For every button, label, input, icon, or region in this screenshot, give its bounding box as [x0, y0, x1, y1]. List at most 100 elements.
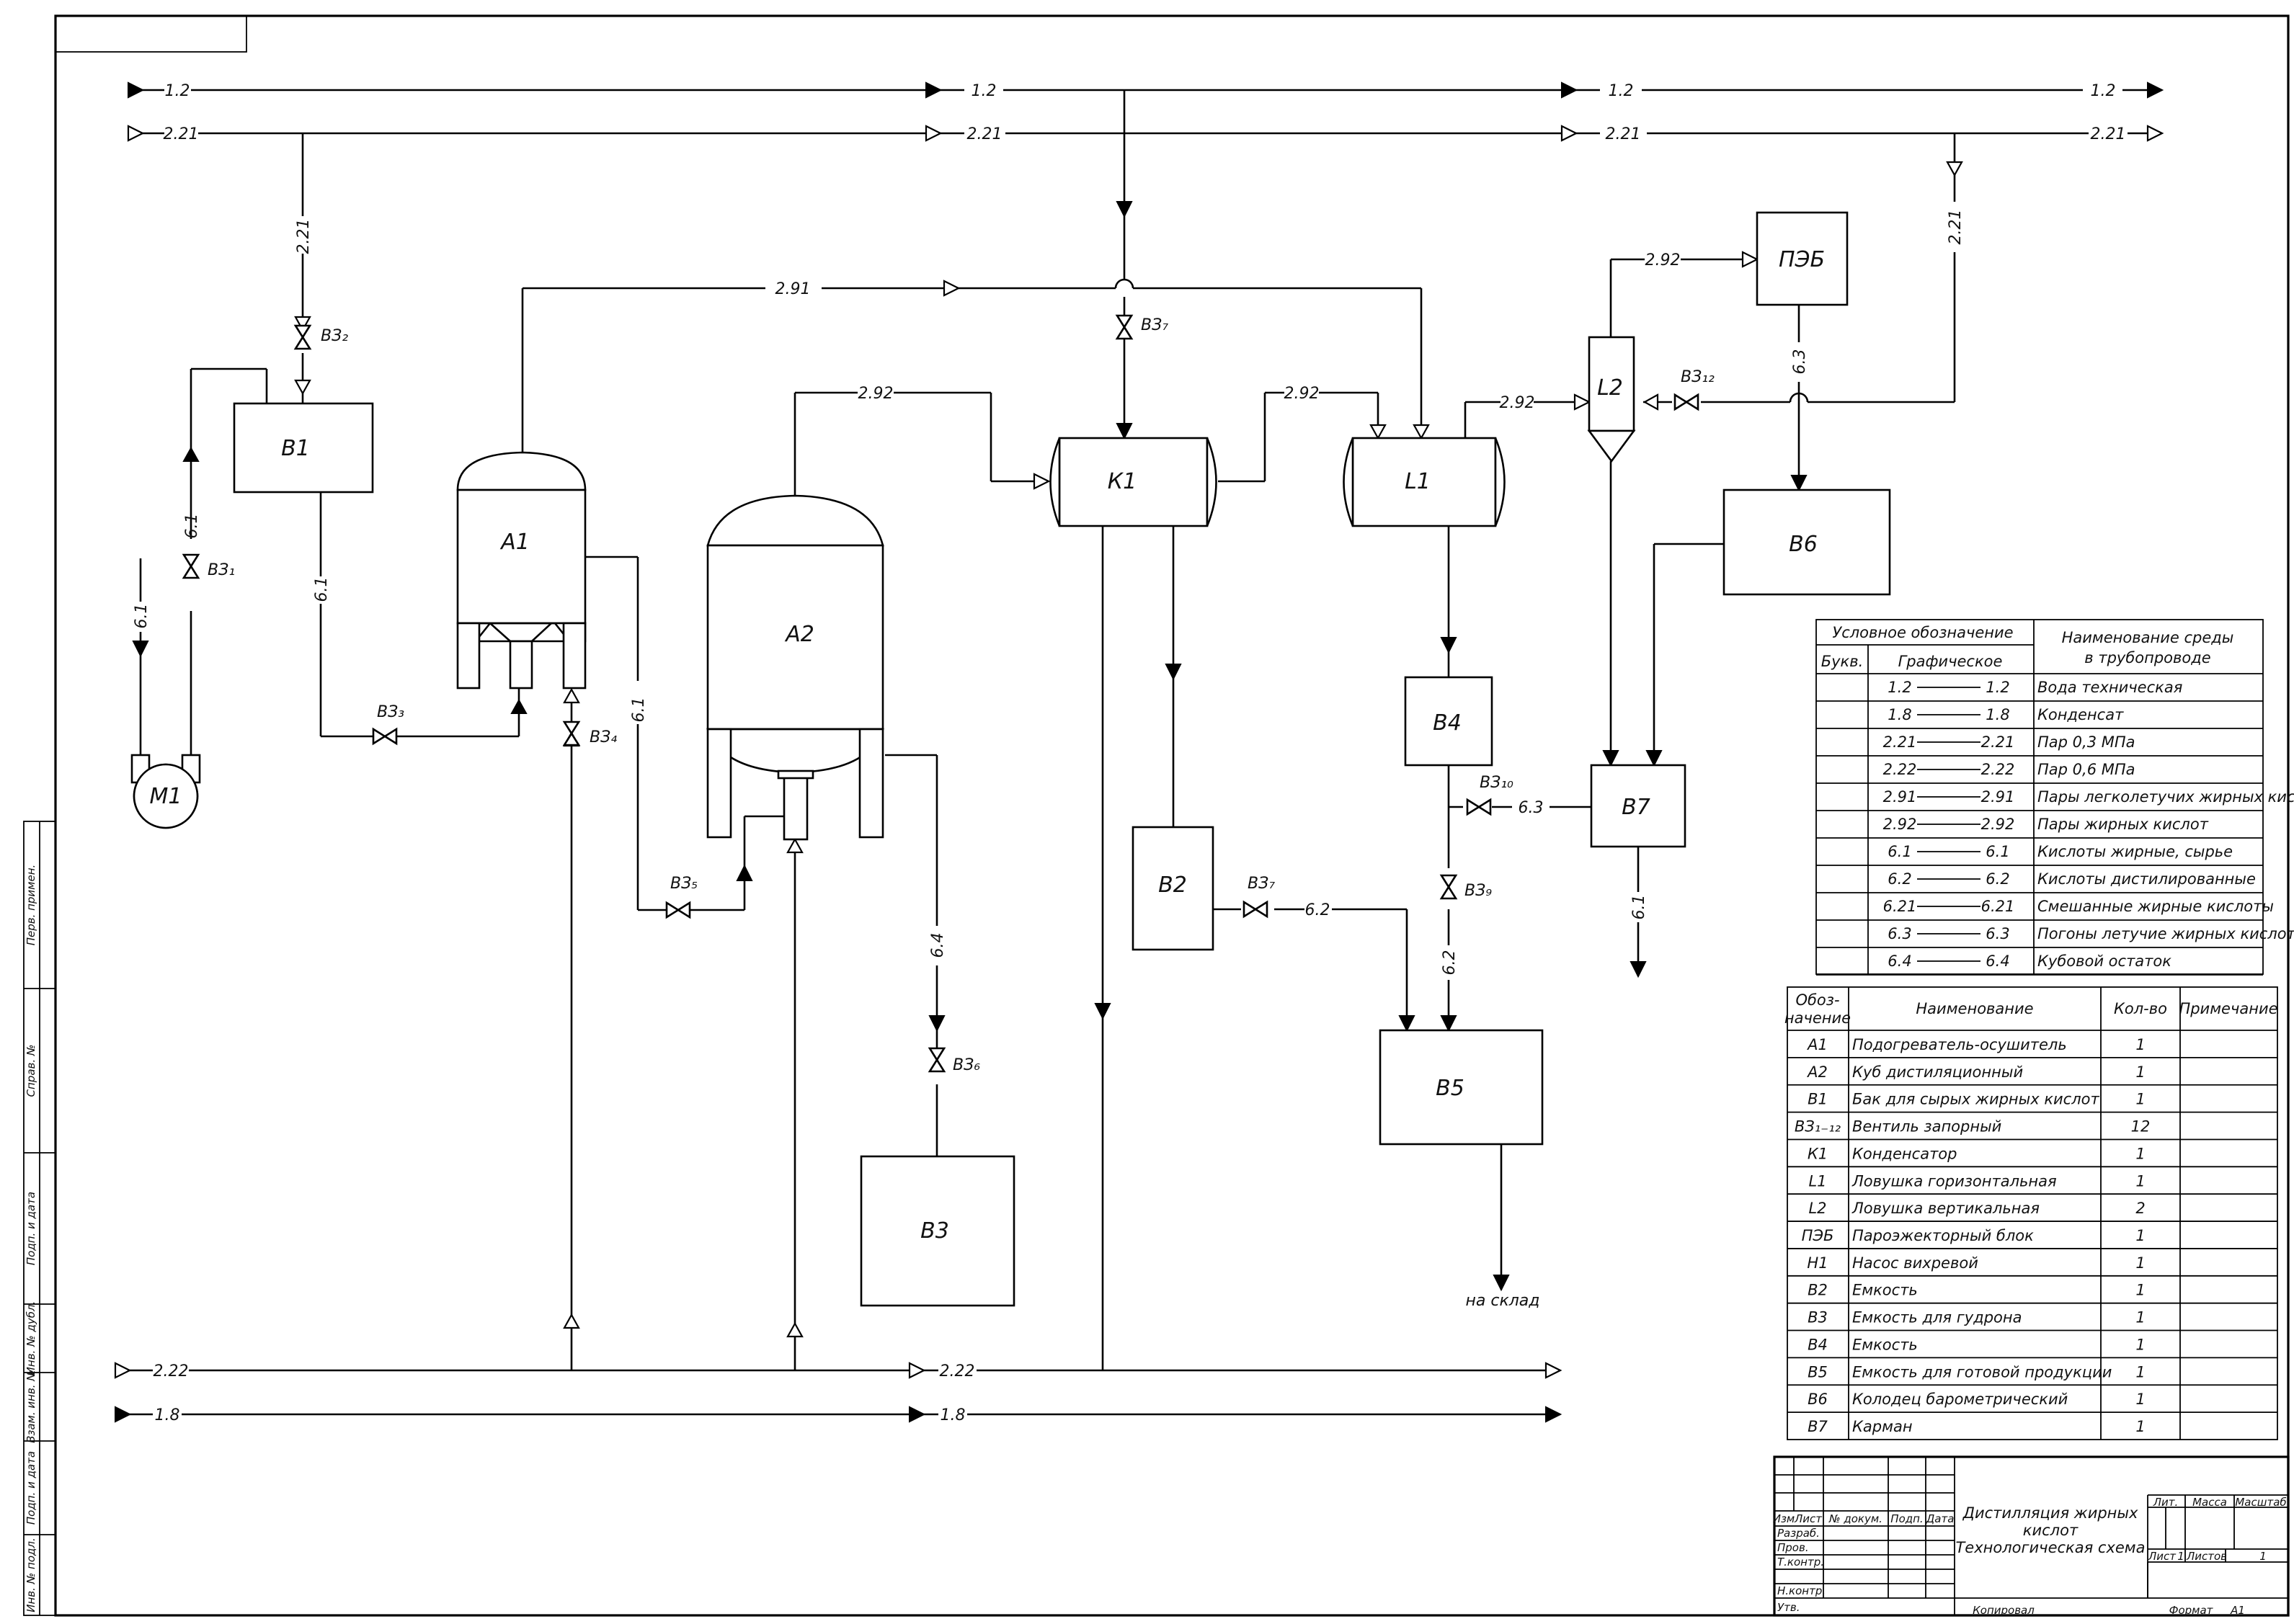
side-inv-dubl: Инв. № дубл.	[25, 1301, 37, 1375]
tank-b3	[860, 1155, 1015, 1307]
arrow-icon	[786, 1321, 804, 1338]
valve-v6	[928, 1047, 946, 1073]
valve-v9	[1439, 874, 1458, 900]
legend-code-left: 2.91	[1883, 788, 1917, 806]
spec-designation: В6	[1808, 1391, 1828, 1408]
spec-header-name: Наименование	[1916, 1000, 2033, 1017]
line-label: 2.92	[858, 385, 894, 403]
spec-quantity: 12	[2131, 1118, 2151, 1136]
arrow-icon	[294, 316, 311, 332]
equipment-label-b2: В2	[1158, 873, 1187, 898]
header-lines	[114, 81, 2164, 1423]
tb-prov: Пров.	[1777, 1541, 1809, 1554]
heater-a1	[456, 451, 587, 690]
spec-name: Подогреватель-осушитель	[1852, 1036, 2067, 1053]
valve-label: ВЗ₁₀	[1480, 774, 1513, 792]
tb-podp: Подп.	[1890, 1512, 1923, 1525]
pump-m1	[130, 754, 201, 829]
spec-designation: А2	[1806, 1063, 1828, 1081]
spec-name: Вентиль запорный	[1852, 1118, 2001, 1136]
valve-v2	[293, 324, 312, 350]
tb-title-3: Технологическая схема	[1955, 1539, 2145, 1556]
tank-b5	[1379, 1029, 1544, 1146]
tb-list-label: Лист	[2148, 1550, 2177, 1563]
arrow-icon	[1645, 750, 1663, 767]
arrow-icon	[1165, 664, 1182, 681]
valve-label: ВЗ₇	[1141, 316, 1168, 334]
tb-izm: Изм	[1773, 1512, 1795, 1525]
tb-list-val: 1	[2177, 1550, 2184, 1563]
equipment-label-b6: В6	[1789, 532, 1818, 557]
line-label: 2.22	[154, 1362, 189, 1380]
legend-code-right: 2.92	[1981, 816, 2015, 833]
side-inv-podl: Инв. № подл.	[25, 1538, 37, 1612]
arrow-icon	[928, 1015, 946, 1032]
valve-label: ВЗ₁₂	[1681, 368, 1715, 386]
line-label: 2.91	[775, 280, 811, 298]
valve-v10	[1466, 798, 1492, 816]
spec-quantity: 2	[2135, 1200, 2145, 1217]
legend-media-name: Пар 0,6 МПа	[2037, 761, 2135, 778]
line-label: 1.2	[972, 82, 997, 100]
tb-list: Лист	[1794, 1512, 1823, 1525]
legend-code-left: 2.92	[1883, 816, 1917, 833]
legend-media-name: Пар 0,3 МПа	[2037, 733, 2135, 751]
arrow-icon	[1094, 1003, 1111, 1020]
arrow-icon	[563, 687, 580, 704]
equipment	[130, 211, 1891, 1307]
valve-v5	[665, 901, 691, 919]
spec-quantity: 1	[2135, 1091, 2145, 1108]
legend-code-left: 6.4	[1888, 952, 1911, 970]
equipment-label-b7: В7	[1622, 795, 1650, 820]
arrow-icon	[1033, 473, 1051, 490]
still-a2	[706, 494, 884, 841]
equipment-label-b5: В5	[1436, 1076, 1464, 1101]
valve-v3	[372, 727, 398, 746]
spec-quantity: 1	[2135, 1227, 2145, 1244]
tank-b4	[1404, 676, 1493, 767]
equipment-labels: В1 М1 А1 А2 К1 L1 L2 ПЭБ В6 В4 В7 В2 В3 …	[150, 247, 1826, 1244]
arrow-icon	[1602, 750, 1619, 767]
side-vzam-inv: Взам. инв. №	[25, 1370, 37, 1443]
legend-media-name: Конденсат	[2037, 706, 2124, 723]
arrow-icon	[114, 1362, 132, 1379]
spec-designation: В1	[1808, 1091, 1828, 1108]
arrow-icon	[1741, 251, 1759, 268]
arrow-icon	[1116, 423, 1133, 440]
arrow-icon	[115, 1406, 132, 1423]
line-label: 2.92	[1500, 394, 1535, 412]
line-label: 2.92	[1284, 385, 1320, 403]
spec-quantity: 1	[2135, 1391, 2145, 1408]
line-label: 1.8	[941, 1406, 966, 1424]
side-sprav-no: Справ. №	[25, 1045, 37, 1097]
tb-massa: Масса	[2192, 1496, 2227, 1509]
spec-name: Ловушка вертикальная	[1851, 1200, 2040, 1217]
line-label: 2.21	[164, 125, 199, 143]
legend-code-left: 6.1	[1888, 843, 1911, 860]
spec-name: Ловушка горизонтальная	[1851, 1172, 2057, 1190]
piping-labels: 2.21 6.1 6.1 6.1 6.1 2.91 2.92 2.92 2.92…	[133, 210, 1965, 1310]
legend-code-right: 1.2	[1986, 679, 2009, 696]
tb-lit: Лит.	[2153, 1496, 2179, 1509]
line-label: 2.22	[940, 1362, 975, 1380]
tb-razrab: Разраб.	[1777, 1527, 1820, 1540]
line-label: 2.21	[1947, 210, 1965, 245]
spec-name: Насос вихревой	[1852, 1254, 1978, 1272]
arrow-icon	[1493, 1275, 1510, 1292]
tb-listov-label: Листов	[2186, 1550, 2227, 1563]
ejector-block-peb	[1756, 211, 1849, 306]
condenser-k1	[1049, 437, 1217, 527]
legend-header-conv: Условное обозначение	[1832, 624, 2013, 641]
legend-code-right: 2.22	[1981, 761, 2015, 778]
valve-label: ВЗ₁	[208, 561, 235, 579]
equipment-label-a2: А2	[784, 622, 814, 647]
arrow-icon	[908, 1362, 926, 1379]
spec-designation: В3	[1808, 1309, 1828, 1326]
spec-designation: В2	[1808, 1282, 1828, 1299]
legend-media-name: Пары легколетучих жирных кислот	[2037, 788, 2294, 806]
line-label: 2.21	[2091, 125, 2126, 143]
legend-code-left: 1.8	[1888, 706, 1911, 723]
